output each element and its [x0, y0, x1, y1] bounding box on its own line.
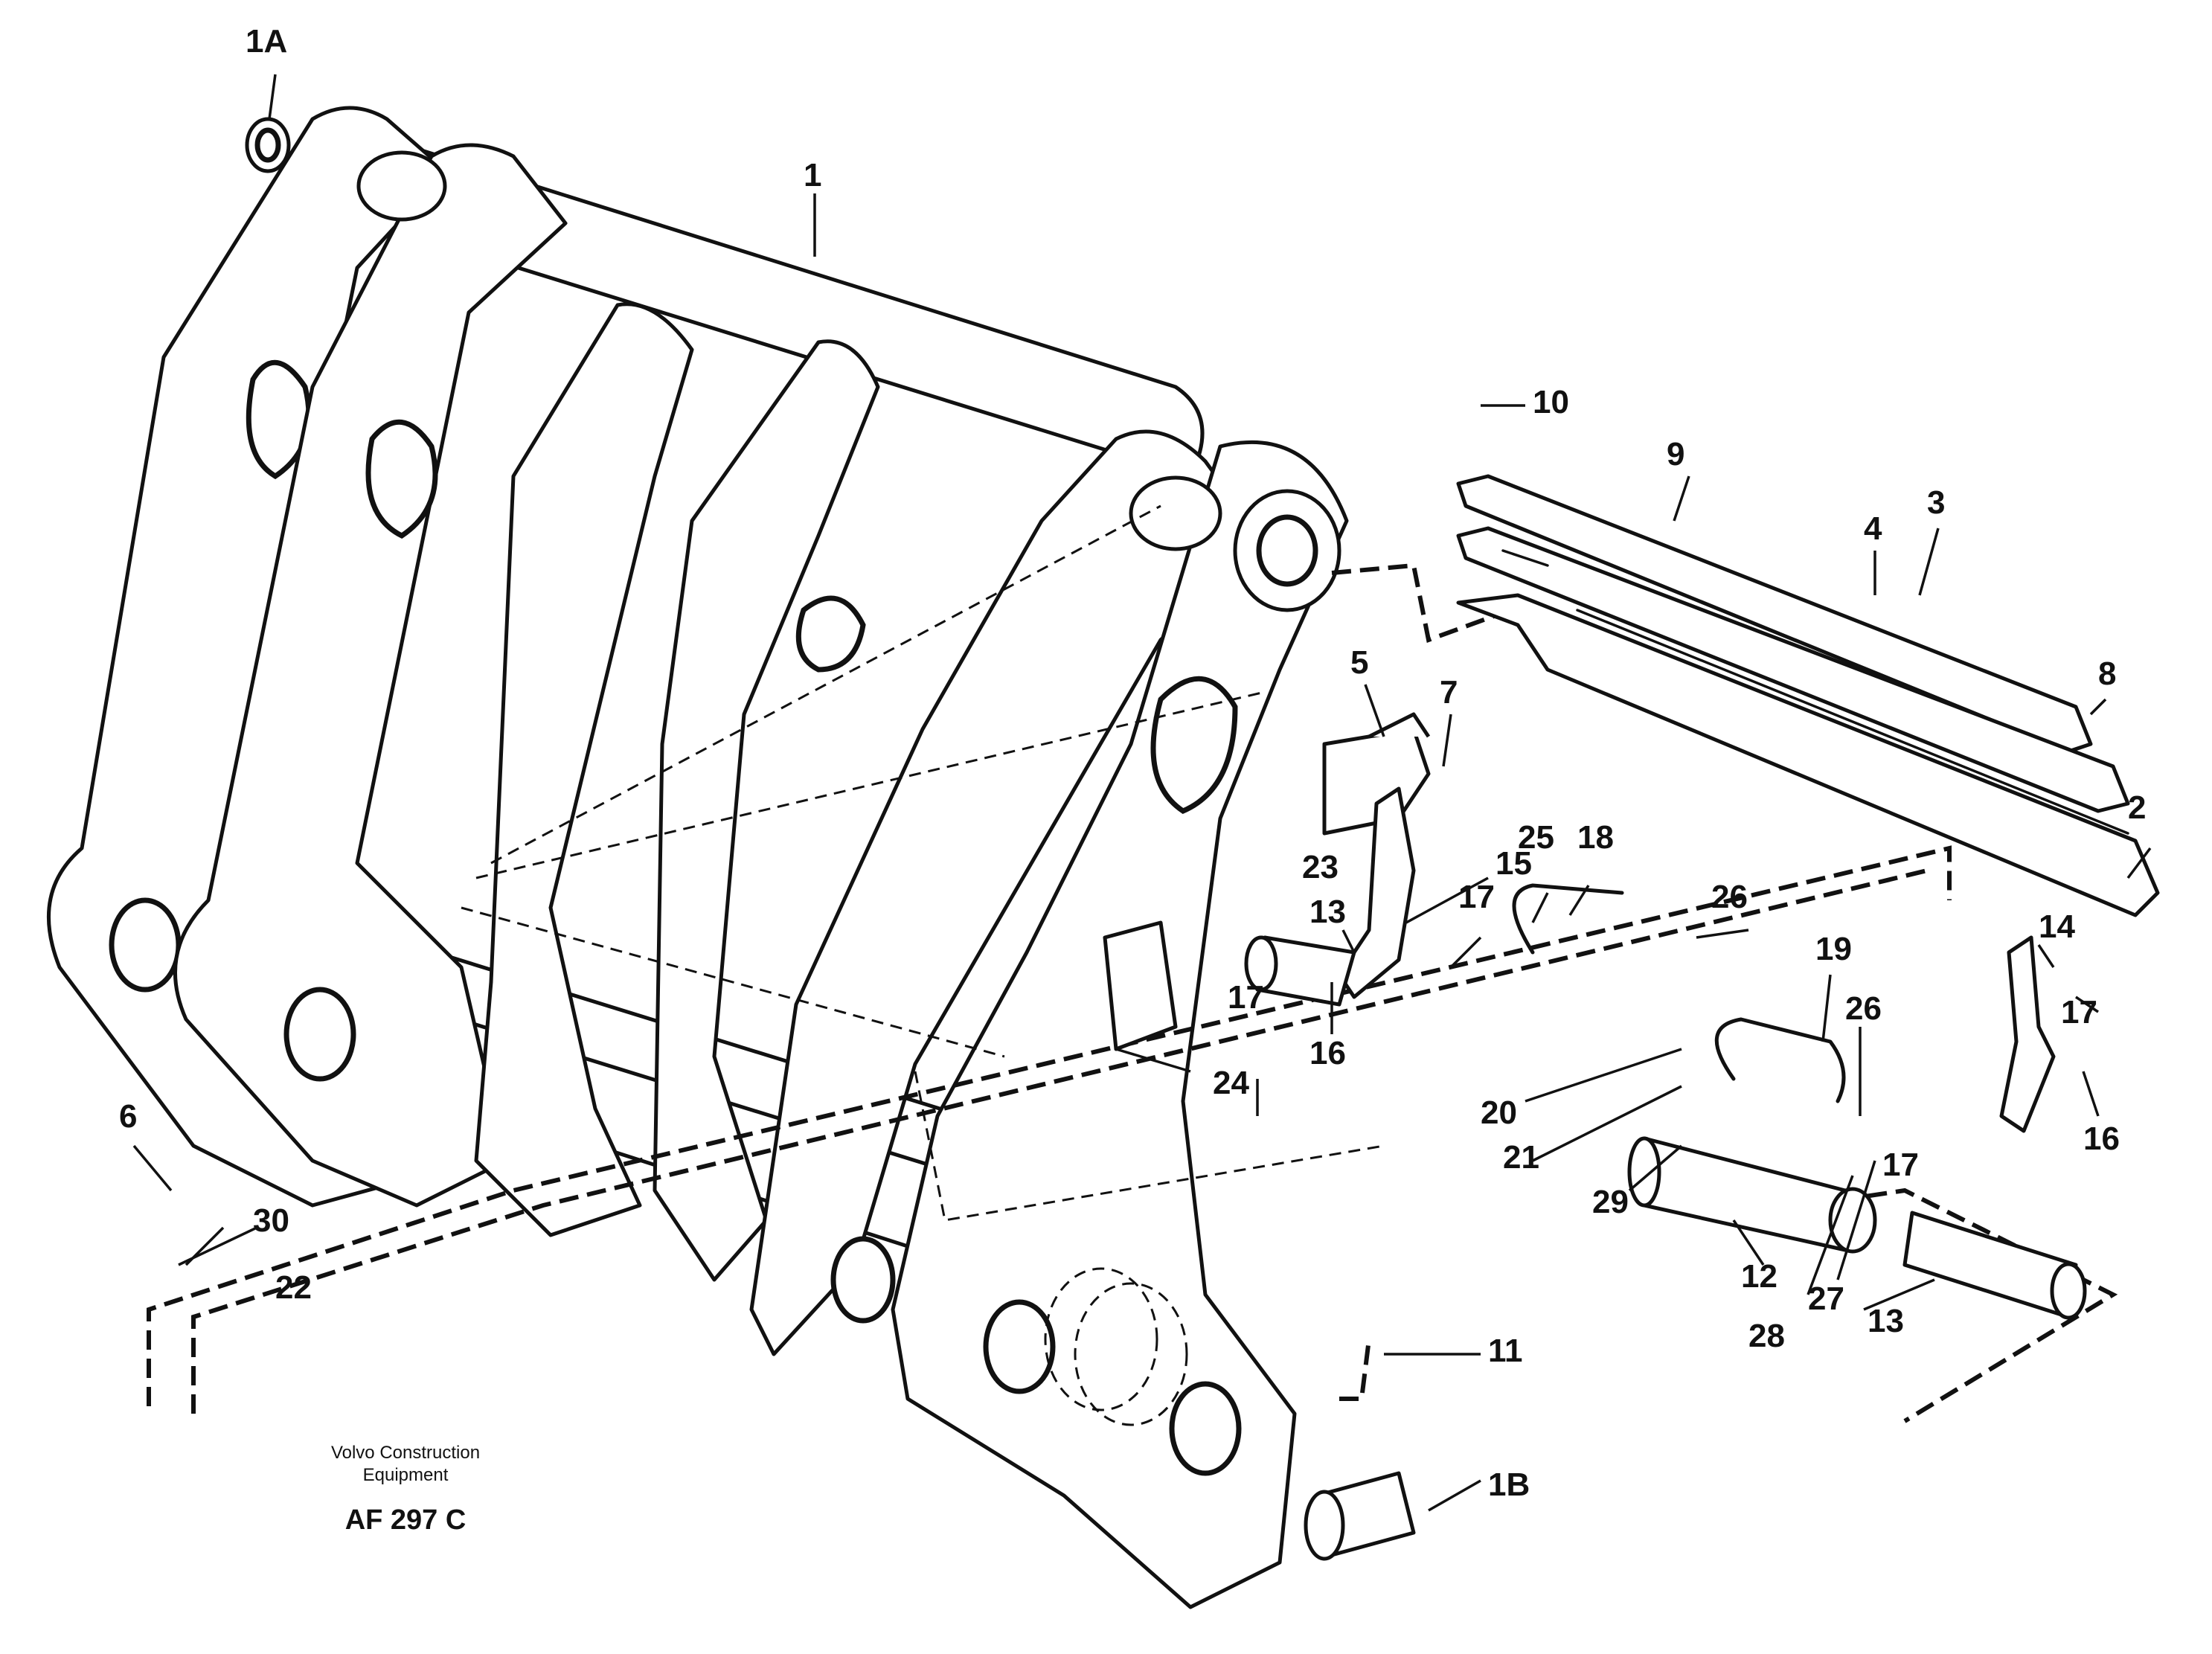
callout-11: 11: [1488, 1333, 1523, 1369]
callout-12: 12: [1741, 1258, 1777, 1295]
wear-plates: [1456, 474, 2160, 917]
callout-2: 2: [2128, 789, 2146, 826]
callout-30: 30: [253, 1202, 289, 1239]
callout-26b: 26: [1845, 990, 1882, 1027]
lever-15: [1337, 786, 1416, 999]
plate-23: [1103, 920, 1178, 1051]
callout-13b: 13: [1868, 1303, 1904, 1339]
callout-14: 14: [2039, 908, 2075, 945]
callout-16b: 16: [2083, 1121, 2120, 1157]
callout-1B: 1B: [1488, 1467, 1530, 1503]
callout-20: 20: [1481, 1094, 1517, 1131]
callout-7: 7: [1440, 674, 1458, 711]
publisher-caption: Volvo Construction Equipment AF 297 C: [331, 1443, 480, 1536]
callout-29: 29: [1592, 1184, 1629, 1220]
callout-1A: 1A: [246, 23, 287, 60]
callout-19: 19: [1815, 931, 1852, 967]
callout-labels: 1 1A 1B 2 3 4 5 6 7 8 9 10 11 12 13 13 1…: [119, 23, 2146, 1503]
callout-3: 3: [1927, 484, 1945, 521]
callout-26a: 26: [1711, 879, 1748, 915]
leader-lines: [132, 74, 2152, 1512]
callout-8: 8: [2098, 655, 2116, 692]
callout-21: 21: [1503, 1139, 1539, 1176]
callout-24: 24: [1213, 1065, 1249, 1101]
callout-25: 25: [1518, 819, 1554, 856]
bushing-1A: [245, 117, 291, 173]
callout-15: 15: [1495, 845, 1532, 882]
callout-13a: 13: [1309, 894, 1346, 930]
cylinder-12: [1627, 1136, 1877, 1254]
callout-22: 22: [275, 1269, 312, 1306]
callout-4: 4: [1864, 510, 1882, 547]
callout-28: 28: [1748, 1318, 1785, 1354]
pin-13-rear: [1244, 935, 1356, 1007]
callout-17b: 17: [1228, 979, 1264, 1016]
attachment-frame: [46, 106, 1349, 1609]
callout-27: 27: [1808, 1280, 1844, 1317]
callout-17a: 17: [1458, 879, 1495, 915]
callout-1: 1: [804, 157, 821, 193]
bushing-1B: [1304, 1471, 1416, 1561]
callout-5: 5: [1350, 644, 1368, 681]
callout-18: 18: [1577, 819, 1614, 856]
callout-10: 10: [1533, 384, 1569, 420]
pin-13-front: [1902, 1211, 2087, 1320]
callout-17c: 17: [2061, 994, 2097, 1030]
callout-23: 23: [1302, 849, 1339, 885]
callout-6: 6: [119, 1098, 137, 1135]
callout-16a: 16: [1309, 1035, 1346, 1071]
drawing-code: AF 297 C: [345, 1504, 467, 1536]
hose-loop-18: [1512, 883, 1624, 955]
caption-line1: Volvo Construction: [331, 1443, 480, 1463]
hose-loop-19: [1714, 1017, 1846, 1103]
caption-line2: Equipment: [363, 1465, 449, 1485]
callout-9: 9: [1667, 436, 1684, 472]
lever-14: [1999, 935, 2056, 1133]
callout-17d: 17: [1882, 1147, 1919, 1183]
